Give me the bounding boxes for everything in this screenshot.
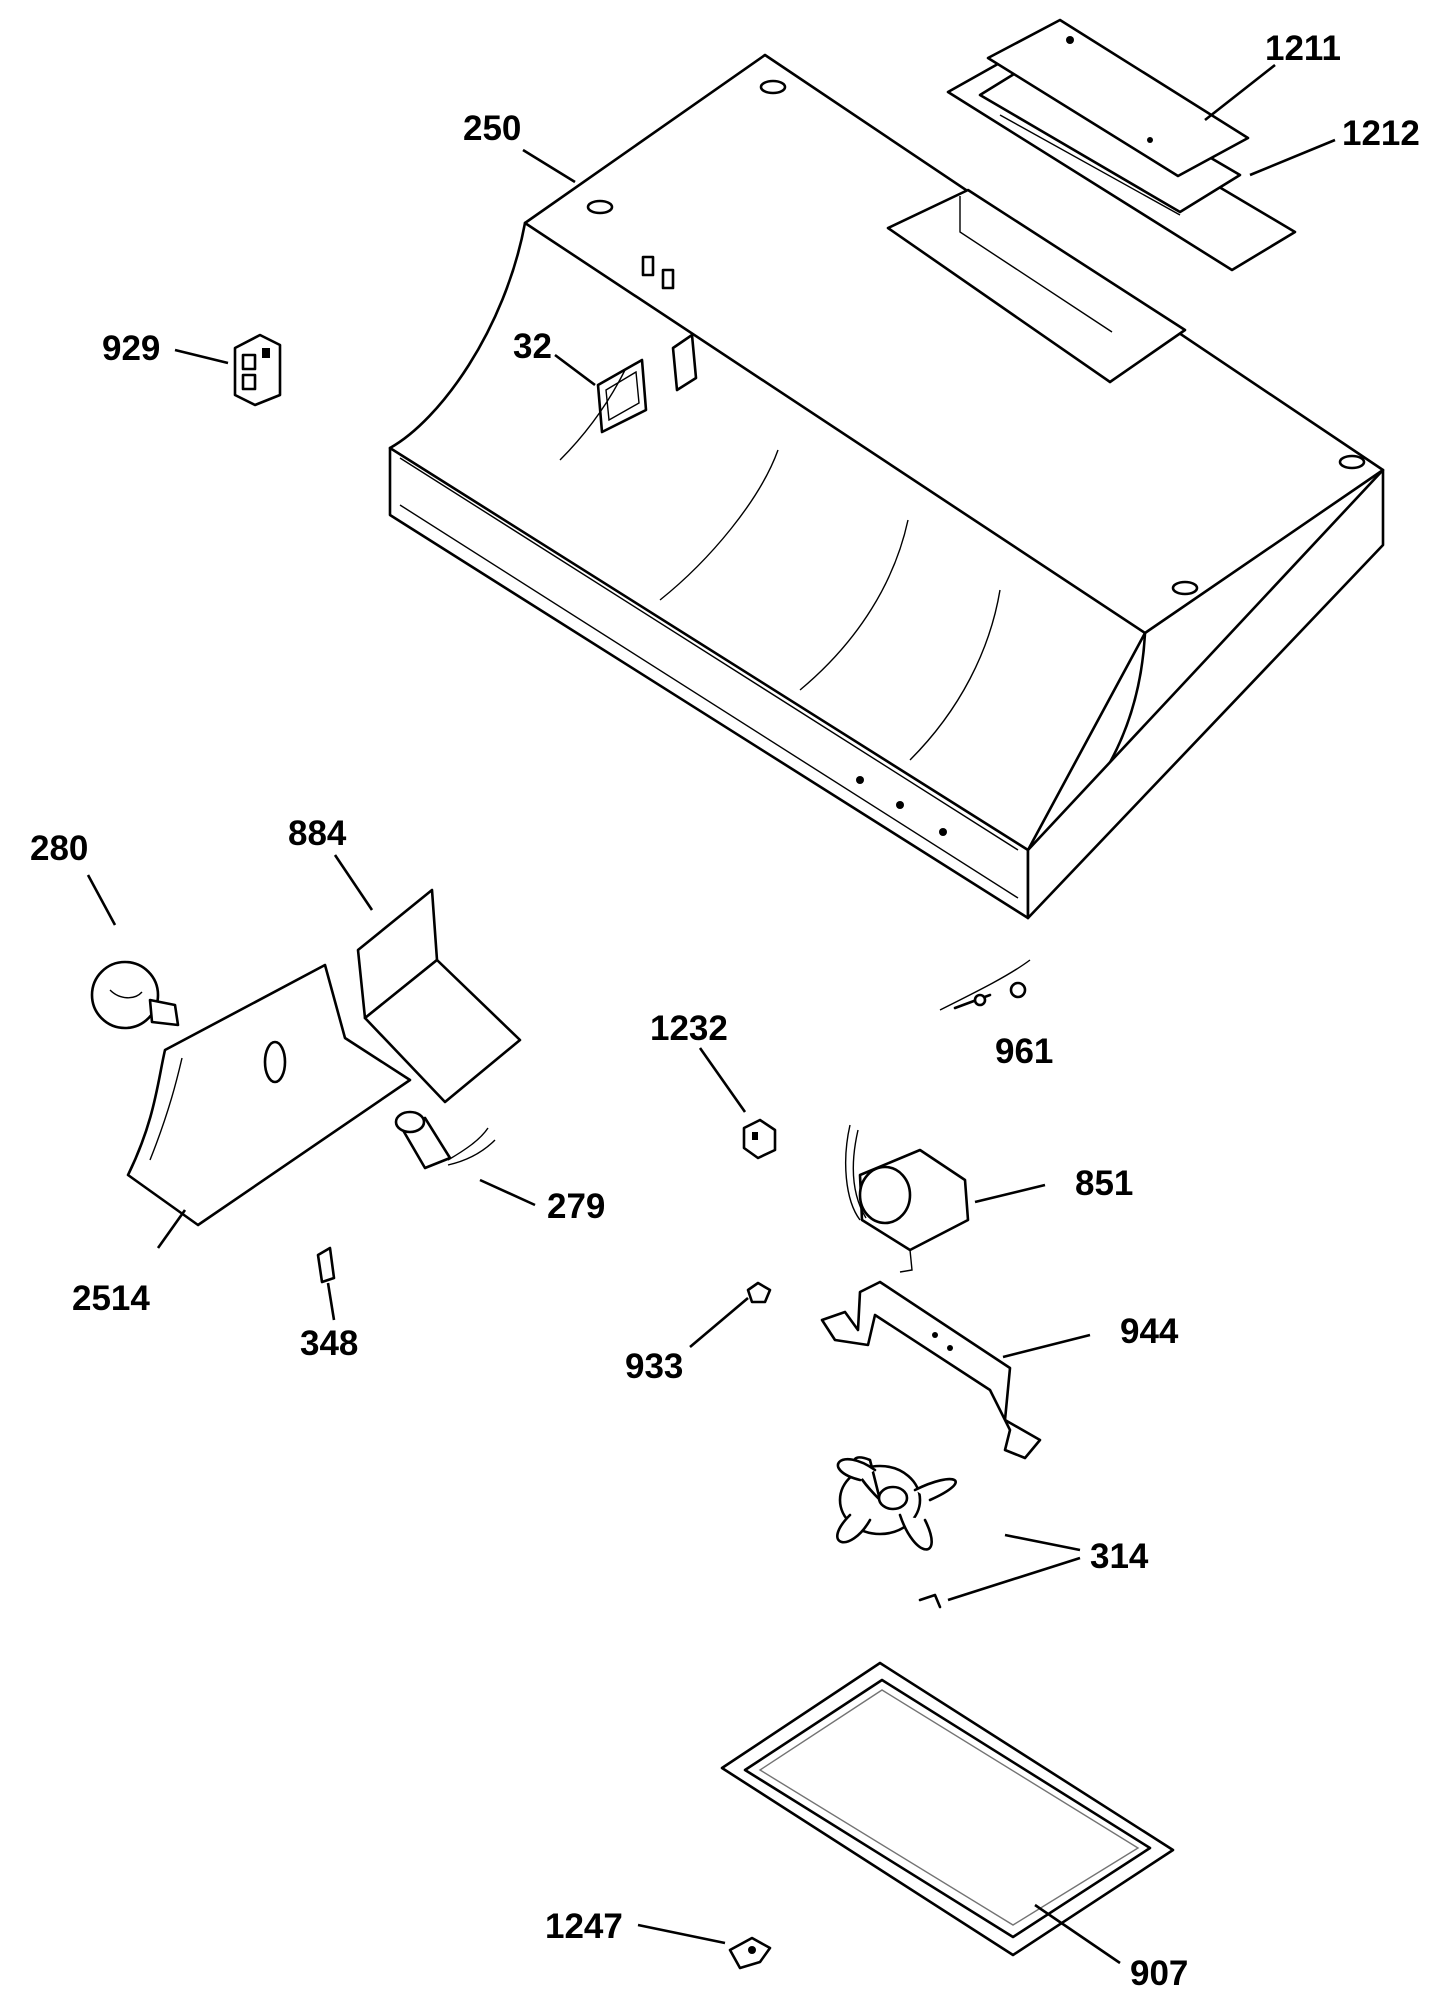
callout-labels: 250 1211 1212 929 32 280 884 1232 961 85… (30, 29, 1420, 1993)
ground-screw-kit (939, 959, 1031, 1011)
callout-279: 279 (547, 1187, 605, 1226)
callout-1211: 1211 (1265, 29, 1341, 68)
light-shield (126, 963, 412, 1227)
light-bulb (90, 960, 180, 1030)
motor-mount-bracket (820, 1280, 1042, 1460)
leader-lines (86, 63, 1336, 1965)
wire-clip (316, 1246, 336, 1284)
callout-929: 929 (102, 329, 160, 368)
callout-1212: 1212 (1342, 114, 1420, 153)
callout-314: 314 (1090, 1537, 1149, 1576)
range-hood-body (388, 53, 1385, 920)
fan-motor (844, 1124, 970, 1273)
callout-884: 884 (288, 814, 347, 853)
callout-944: 944 (1120, 1312, 1179, 1351)
callout-280: 280 (30, 829, 88, 868)
lamp-socket-bracket (356, 888, 522, 1104)
rocker-switch (233, 333, 282, 407)
damper-assembly (946, 18, 1297, 272)
callout-933: 933 (625, 1347, 683, 1386)
callout-32: 32 (513, 327, 552, 366)
grease-filter (720, 1661, 1175, 1957)
callout-250: 250 (463, 109, 521, 148)
callout-961: 961 (995, 1032, 1053, 1071)
callout-2514: 2514 (72, 1279, 150, 1318)
terminal-block (742, 1118, 777, 1160)
hex-nut (746, 1281, 772, 1304)
fan-blade (836, 1456, 957, 1609)
capacitor (394, 1110, 496, 1170)
callout-851: 851 (1075, 1164, 1133, 1203)
callout-1232: 1232 (650, 1009, 728, 1048)
callout-348: 348 (300, 1324, 358, 1363)
callout-1247: 1247 (545, 1907, 623, 1946)
callout-907: 907 (1130, 1954, 1188, 1993)
filter-clip (728, 1936, 772, 1970)
